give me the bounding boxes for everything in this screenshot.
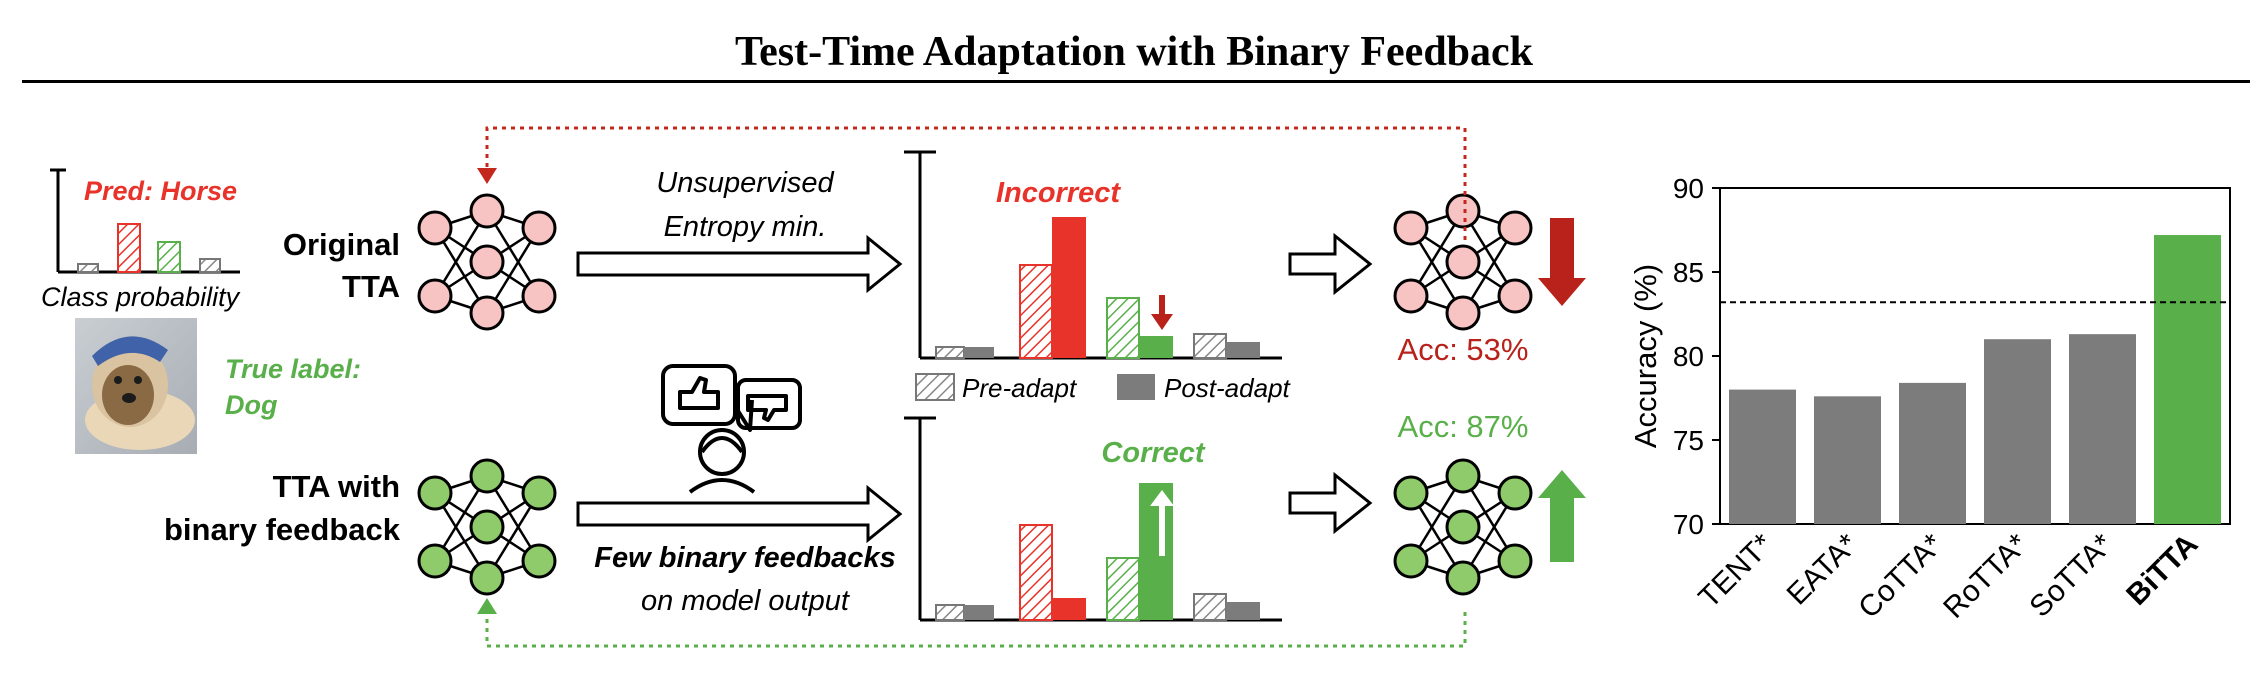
feedback-model-network-icon (417, 458, 557, 596)
network-node (417, 210, 453, 246)
network-node (1497, 475, 1533, 511)
network-node (1393, 278, 1429, 314)
correct-tag: Correct (1101, 437, 1205, 469)
network-node (1497, 278, 1533, 314)
feedback-tta-label-line2: binary feedback (164, 512, 401, 547)
class-probability-chart: Pred: Horse Class probability (41, 168, 241, 312)
incorrect-tag: Incorrect (996, 177, 1121, 209)
original-tta-label-line2: TTA (342, 269, 400, 304)
feedback-method-line1: Few binary feedbacks (594, 542, 895, 574)
network-node (1445, 244, 1481, 280)
original-loop-arrow (477, 126, 1467, 240)
figure-title: Test-Time Adaptation with Binary Feedbac… (734, 29, 1534, 75)
y-tick-label: 85 (1673, 257, 1704, 288)
network-node (417, 475, 453, 511)
bar-legend: Pre-adapt Post-adapt (915, 373, 1292, 403)
network-node (469, 193, 505, 229)
feedback-method-line2: on model output (641, 585, 851, 617)
network-node (1445, 509, 1481, 545)
feedback-adapted-network-icon (1393, 458, 1533, 596)
feedback-result-arrow (1288, 471, 1373, 535)
network-node (469, 509, 505, 545)
y-tick-label: 70 (1673, 509, 1704, 540)
network-node (417, 543, 453, 579)
network-node (1393, 475, 1429, 511)
network-node (1445, 560, 1481, 596)
chart-frame (1719, 187, 2231, 525)
original-tta-label-line1: Original (283, 227, 400, 262)
true-label-line2: Dog (225, 390, 278, 420)
original-bar-chart: Incorrect (904, 150, 1282, 360)
feedback-bar-chart: Correct (904, 416, 1282, 622)
network-node (1497, 543, 1533, 579)
legend-pre-adapt: Pre-adapt (962, 373, 1078, 403)
y-tick-label: 90 (1673, 173, 1704, 204)
network-node (521, 475, 557, 511)
feedback-person-icon (661, 364, 802, 494)
class-probability-label: Class probability (41, 282, 241, 312)
network-node (521, 278, 557, 314)
network-node (1393, 543, 1429, 579)
original-accuracy: Acc: 53% (1398, 332, 1529, 367)
network-node (521, 210, 557, 246)
network-node (469, 560, 505, 596)
accuracy-bar (1729, 389, 1796, 524)
legend-post-adapt: Post-adapt (1164, 373, 1292, 403)
network-node (417, 278, 453, 314)
true-label-line1: True label: (225, 354, 361, 384)
x-tick-label: SoTTA* (2023, 527, 2119, 623)
pred-label: Pred: Horse (84, 176, 237, 206)
original-method-arrow (576, 234, 903, 294)
network-node (1445, 193, 1481, 229)
dog-photo (75, 318, 197, 454)
feedback-method-arrow (576, 484, 903, 544)
network-node (469, 244, 505, 280)
network-node (521, 543, 557, 579)
accuracy-down-arrow-icon (1538, 218, 1586, 306)
accuracy-bar (1984, 339, 2051, 524)
x-tick-label: TENT* (1692, 527, 1779, 614)
feedback-tta-label-line1: TTA with (273, 469, 400, 504)
original-adapted-network-icon (1393, 193, 1533, 331)
network-node (469, 458, 505, 494)
x-tick-label: EATA* (1781, 527, 1865, 611)
original-method-line1: Unsupervised (656, 167, 834, 199)
network-node (1497, 210, 1533, 246)
feedback-loop-arrow (477, 598, 1467, 648)
network-node (1445, 458, 1481, 494)
y-axis-label: Accuracy (%) (1628, 264, 1663, 448)
feedback-accuracy: Acc: 87% (1398, 409, 1529, 444)
accuracy-bar (1899, 382, 1966, 524)
original-method-line2: Entropy min. (664, 211, 827, 243)
y-tick-label: 75 (1673, 425, 1704, 456)
accuracy-up-arrow-icon (1538, 470, 1586, 562)
accuracy-bar (2069, 334, 2136, 524)
network-node (1393, 210, 1429, 246)
original-model-network-icon (417, 193, 557, 331)
original-result-arrow (1288, 232, 1373, 296)
network-node (1445, 295, 1481, 331)
network-node (469, 295, 505, 331)
title-rule (22, 80, 2250, 83)
x-tick-label: BiTTA (2120, 528, 2204, 612)
accuracy-bar (2154, 235, 2221, 525)
y-tick-label: 80 (1673, 341, 1704, 372)
x-tick-label: RoTTA* (1937, 527, 2034, 624)
accuracy-bar (1814, 396, 1881, 524)
x-tick-label: CoTTA* (1852, 527, 1949, 624)
